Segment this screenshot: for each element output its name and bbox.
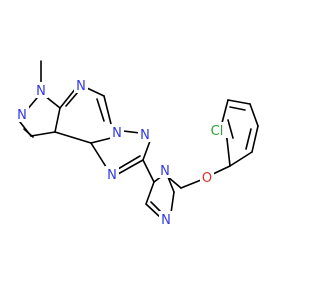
- atom-labels: N N N N N N N N O Cl: [15, 77, 228, 228]
- label-mask: [34, 82, 48, 98]
- bond-line: [249, 103, 259, 127]
- bond-line: [86, 87, 105, 97]
- bond-line: [117, 155, 141, 170]
- bond-line: [30, 131, 56, 137]
- atom-n-methyl: N: [36, 84, 46, 99]
- label-mask: [74, 77, 88, 93]
- bond-line: [145, 203, 162, 219]
- bond-line: [212, 165, 231, 175]
- bond-line: [145, 181, 155, 205]
- bond-line: [245, 128, 252, 150]
- label-mask: [105, 166, 119, 182]
- label-mask: [159, 211, 173, 227]
- atom-n-bridgehead: N: [112, 126, 122, 141]
- molecule-structure-diagram: N N N N N N N N O Cl: [0, 0, 300, 300]
- bond-line: [96, 98, 105, 122]
- label-mask: [138, 126, 152, 142]
- bond-line: [122, 130, 141, 134]
- label-mask: [110, 124, 124, 140]
- bond-line: [251, 125, 259, 153]
- bond-line: [142, 140, 151, 161]
- atom-n-triazole-4: N: [107, 168, 117, 183]
- atom-o-ether: O: [202, 171, 212, 186]
- canvas-background: [0, 0, 300, 300]
- label-mask: [15, 106, 29, 122]
- atom-n-pyrazole-2: N: [17, 108, 27, 123]
- bond-line: [90, 142, 109, 171]
- bond-line: [229, 151, 253, 167]
- bond-line: [226, 138, 231, 167]
- bond-line: [221, 99, 229, 124]
- bond-line: [142, 159, 155, 183]
- bond-line: [117, 159, 144, 175]
- bond-line: [65, 91, 79, 107]
- atom-n-lower-pyrazole-2: N: [161, 213, 171, 228]
- bond-line: [103, 95, 112, 125]
- atom-n-pyrimidine: N: [76, 79, 86, 94]
- bond-line: [180, 179, 202, 189]
- atom-cl: Cl: [211, 124, 224, 139]
- bond-line: [170, 191, 175, 214]
- label-mask: [206, 122, 228, 138]
- atom-n-triazole-2: N: [140, 128, 150, 143]
- bond-line: [54, 107, 61, 133]
- label-mask: [158, 162, 172, 178]
- label-mask: [200, 169, 214, 185]
- bond-line: [167, 176, 175, 193]
- bond-line: [227, 99, 251, 105]
- bond-line: [229, 106, 246, 111]
- bond-line: [227, 119, 234, 139]
- bond-line: [54, 131, 92, 144]
- bond-line: [167, 176, 182, 189]
- bond-line: [90, 137, 112, 144]
- atom-n-lower-pyrazole-1: N: [160, 164, 170, 179]
- bond-line: [59, 87, 77, 109]
